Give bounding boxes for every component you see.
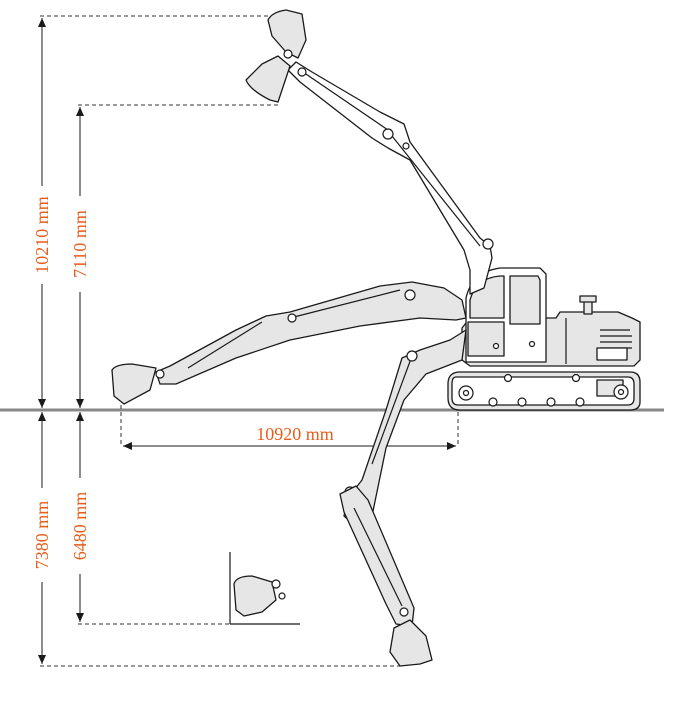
excavator-arm-extended xyxy=(111,281,467,405)
upper-structure xyxy=(461,267,641,367)
vertical-wall-inset xyxy=(229,552,300,625)
max-dumping-height-label: 7110 mm xyxy=(70,210,90,278)
dimension-lines xyxy=(38,18,456,664)
max-digging-reach-label: 10920 mm xyxy=(256,424,334,444)
excavator-base xyxy=(447,267,641,411)
max-digging-height-label: 10210 mm xyxy=(32,196,52,274)
reference-lines xyxy=(40,15,459,667)
track-assembly xyxy=(447,371,641,411)
max-digging-depth-label: 7380 mm xyxy=(32,501,52,570)
excavator-arm-raised xyxy=(245,9,494,295)
excavator-arm-lowered xyxy=(339,329,467,667)
max-vertical-wall-depth-label: 6480 mm xyxy=(70,492,90,561)
